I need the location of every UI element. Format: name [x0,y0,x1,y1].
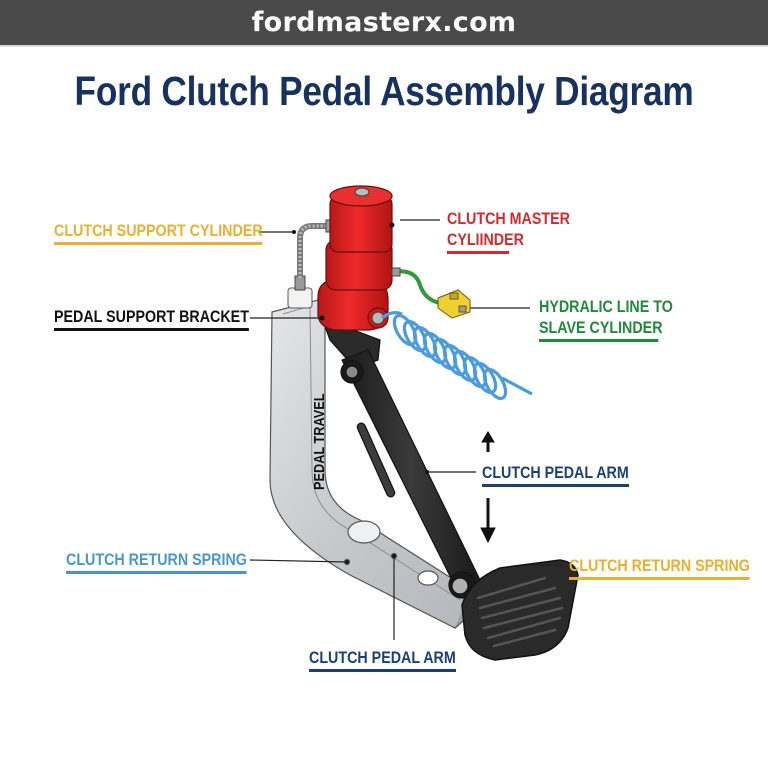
label-underline [539,339,659,342]
hydraulic-connector-shape [437,289,471,319]
label-clutch-pedal-arm-right: CLUTCH PEDAL ARM [482,462,629,490]
label-text: CLUTCH PEDAL ARM [482,463,629,482]
label-text: CLUTCH PEDAL ARM [309,648,456,667]
pedal-travel-text: PEDAL TRAVEL [310,393,327,490]
hydraulic-coil-shape [381,311,533,401]
label-pedal-support-bracket: PEDAL SUPPORT BRACKET [54,306,249,334]
site-name: fordmasterx.com [251,7,517,38]
label-underline [482,484,629,487]
pedal-pad-shape [461,559,579,661]
site-header-bar: fordmasterx.com [0,0,768,47]
label-text: PEDAL SUPPORT BRACKET [54,307,249,326]
label-text-line-2: SLAVE CYLINDER [539,318,663,337]
label-underline [447,251,510,254]
label-underline [54,328,249,331]
label-clutch-master-cylinder: CLUTCH MASTER CYLIINDER [447,208,570,257]
clutch-master-cylinder-shape [317,185,395,331]
label-clutch-pedal-arm-bottom: CLUTCH PEDAL ARM [309,647,456,675]
pedal-travel-arrows [480,431,496,544]
label-clutch-return-spring-right: CLUTCH RETURN SPRING [569,555,750,583]
label-clutch-support-cylinder: CLUTCH SUPPORT CYLINDER [54,220,263,248]
label-clutch-return-spring-left: CLUTCH RETURN SPRING [66,549,247,577]
label-underline [66,571,247,574]
label-text-line-2: CYLIINDER [447,230,524,249]
page-title: Ford Clutch Pedal Assembly Diagram [74,68,694,114]
label-underline [54,242,263,245]
label-text: CLUTCH RETURN SPRING [66,550,247,569]
label-underline [309,669,456,672]
label-text-line-1: HYDRALIC LINE TO [539,297,673,316]
label-underline [569,577,750,580]
label-hydraulic-line: HYDRALIC LINE TO SLAVE CYLINDER [539,296,673,345]
label-text: CLUTCH RETURN SPRING [569,556,750,575]
label-text-line-1: CLUTCH MASTER [447,209,570,228]
label-text: CLUTCH SUPPORT CYLINDER [54,221,263,240]
